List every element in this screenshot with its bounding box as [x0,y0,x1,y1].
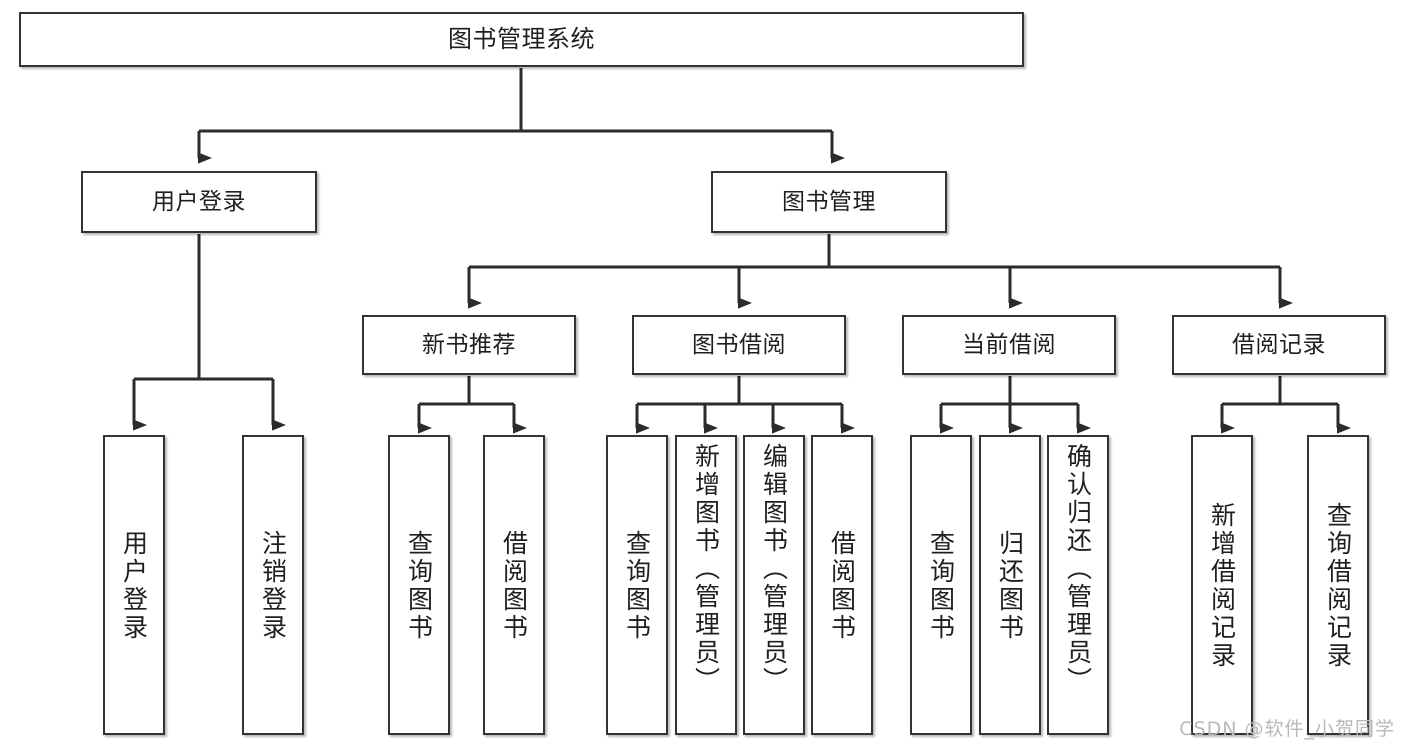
leaf-current-confirm-return-admin[interactable]: 确认归还（管理员） [1047,435,1109,735]
node-label: 确认归还（管理员） [1063,443,1093,695]
node-user-login[interactable]: 用户登录 [81,171,317,233]
node-label: 查询借阅记录 [1323,502,1353,670]
node-label: 查询图书 [404,530,434,642]
leaf-record-query-record[interactable]: 查询借阅记录 [1307,435,1369,735]
node-label: 新增图书（管理员） [691,443,721,695]
node-label: 借阅图书 [827,530,857,642]
node-label: 新增借阅记录 [1207,502,1237,670]
node-label: 注销登录 [258,530,288,642]
node-label: 查询图书 [622,530,652,642]
node-label: 编辑图书（管理员） [759,443,789,695]
leaf-borrow-edit-book-admin[interactable]: 编辑图书（管理员） [743,435,805,735]
node-label: 图书借阅 [692,331,786,358]
leaf-borrow-add-book-admin[interactable]: 新增图书（管理员） [675,435,737,735]
node-current-borrow[interactable]: 当前借阅 [902,315,1116,375]
leaf-borrow-query-book[interactable]: 查询图书 [606,435,668,735]
leaf-borrow-borrow-book[interactable]: 借阅图书 [811,435,873,735]
node-label: 新书推荐 [422,331,516,358]
node-label: 查询图书 [926,530,956,642]
leaf-user-login-login[interactable]: 用户登录 [103,435,165,735]
leaf-user-login-logout[interactable]: 注销登录 [242,435,304,735]
node-label: 图书管理 [782,188,876,215]
leaf-current-return-book[interactable]: 归还图书 [979,435,1041,735]
node-label: 当前借阅 [962,331,1056,358]
node-label: 借阅图书 [499,530,529,642]
node-new-book-recommend[interactable]: 新书推荐 [362,315,576,375]
node-label: 图书管理系统 [448,24,595,53]
leaf-recommend-query-book[interactable]: 查询图书 [388,435,450,735]
node-label: 归还图书 [995,530,1025,642]
leaf-record-add-record[interactable]: 新增借阅记录 [1191,435,1253,735]
leaf-current-query-book[interactable]: 查询图书 [910,435,972,735]
leaf-recommend-borrow-book[interactable]: 借阅图书 [483,435,545,735]
csdn-watermark: CSDN @软件_小贺同学 [1179,718,1395,740]
node-label: 借阅记录 [1232,331,1326,358]
node-root-book-management-system[interactable]: 图书管理系统 [19,12,1024,67]
node-borrow-record[interactable]: 借阅记录 [1172,315,1386,375]
node-label: 用户登录 [119,530,149,642]
node-label: 用户登录 [152,188,246,215]
node-book-management[interactable]: 图书管理 [711,171,947,233]
node-book-borrow[interactable]: 图书借阅 [632,315,846,375]
